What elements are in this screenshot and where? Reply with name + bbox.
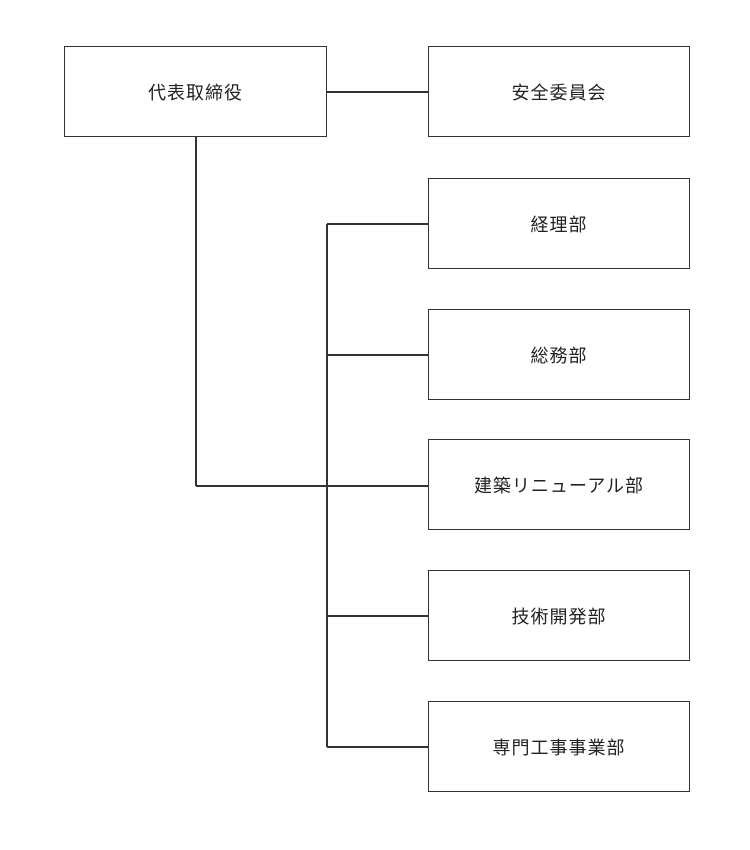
box-safety-committee: 安全委員会	[428, 46, 690, 137]
box-label: 建築リニューアル部	[473, 475, 645, 497]
box-label: 技術開発部	[511, 606, 607, 628]
box-label: 代表取締役	[148, 82, 243, 104]
box-accounting-dept: 経理部	[428, 178, 690, 269]
box-label: 総務部	[530, 345, 588, 367]
box-technology-development-dept: 技術開発部	[428, 570, 690, 661]
box-label: 専門工事事業部	[492, 737, 626, 759]
box-label: 安全委員会	[511, 82, 607, 104]
box-specialty-construction-dept: 専門工事事業部	[428, 701, 690, 792]
box-building-renewal-dept: 建築リニューアル部	[428, 439, 690, 530]
box-general-affairs-dept: 総務部	[428, 309, 690, 400]
box-label: 経理部	[530, 214, 588, 236]
box-representative-director: 代表取締役	[64, 46, 327, 137]
